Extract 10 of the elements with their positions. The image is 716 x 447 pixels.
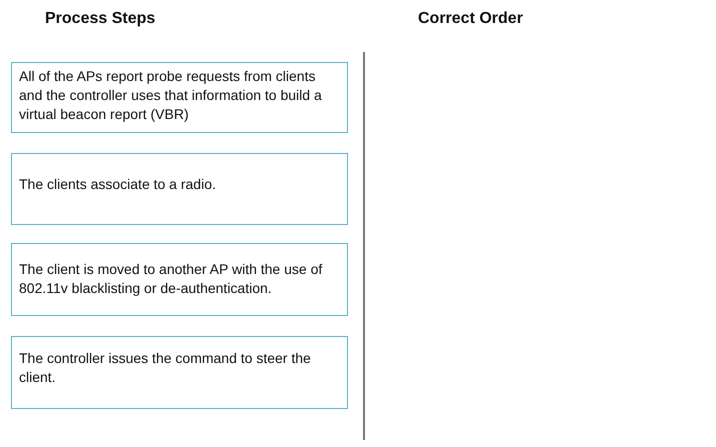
step-card (11, 243, 348, 316)
step-card (11, 153, 348, 225)
step-text: The controller issues the command to steer the client. (19, 349, 312, 387)
step-card (11, 336, 348, 409)
step-text: The client is moved to another AP with the use of 802.11v blacklisting or de-authentication. (19, 260, 324, 298)
step-card (11, 62, 348, 133)
column-heading: Process Steps (45, 9, 156, 29)
column-heading: Correct Order (418, 9, 523, 29)
step-text: All of the APs report probe requests from clients and the controller uses that information to build a virtual beacon report (VBR) (19, 67, 323, 124)
step-text: The clients associate to a radio. (19, 175, 217, 194)
